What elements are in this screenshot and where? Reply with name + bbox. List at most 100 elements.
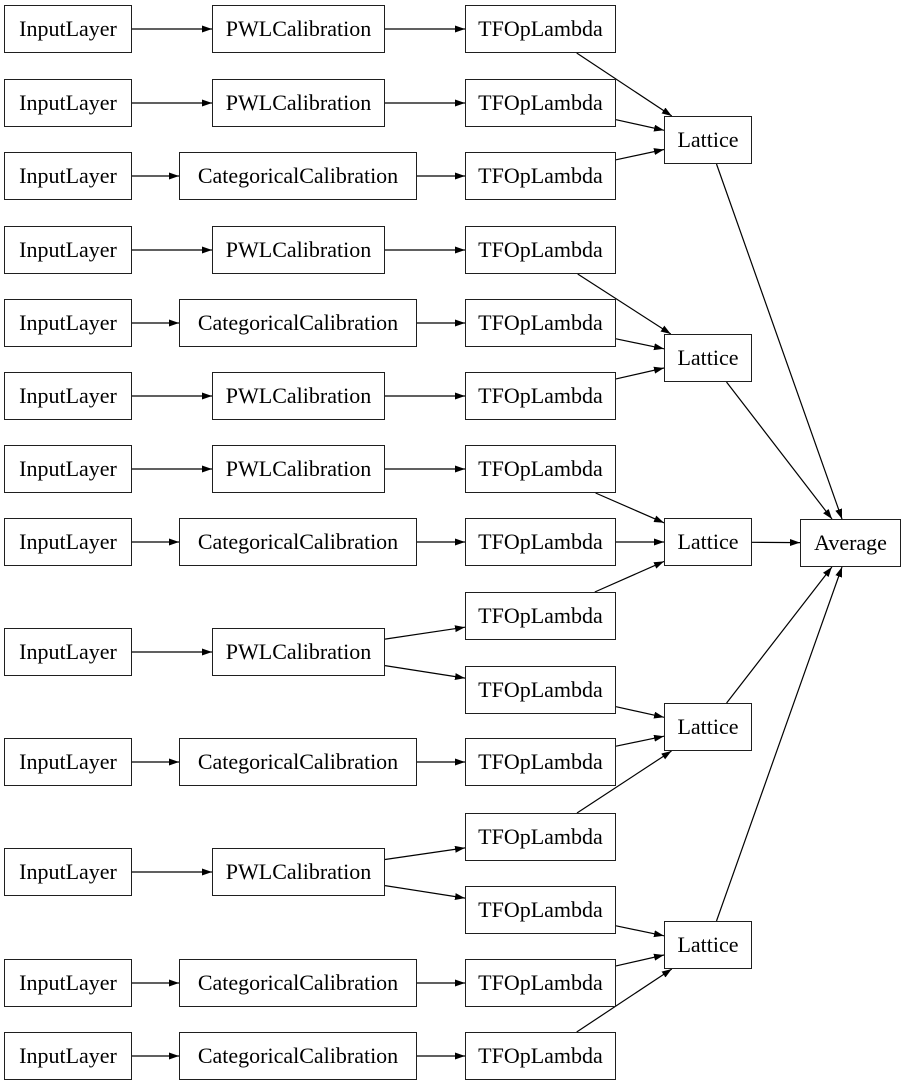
- node-tf4-tfoplambda-box: TFOpLambda: [465, 226, 616, 274]
- edge-cal11-to-tf13: [384, 885, 466, 901]
- node-cal5-categoricalcalibration-box: CategoricalCalibration: [179, 299, 417, 347]
- node-il13-inputlayer-box: InputLayer: [4, 1032, 132, 1080]
- node-cal8-categoricalcalibration-box: CategoricalCalibration: [179, 518, 417, 566]
- edge-tf10-to-lat4: [615, 706, 665, 719]
- node-lat3-lattice-box: Lattice: [664, 518, 752, 566]
- node-cal11-pwlcalibration-box: PWLCalibration: [212, 848, 385, 896]
- node-label: PWLCalibration: [225, 639, 372, 664]
- node-label: TFOpLambda: [478, 90, 603, 115]
- node-label: InputLayer: [19, 529, 117, 554]
- node-label: Lattice: [677, 345, 739, 370]
- node-il7-inputlayer-box: InputLayer: [4, 445, 132, 493]
- node-label: Lattice: [677, 127, 739, 152]
- edge-tf15-to-lat5: [576, 968, 673, 1033]
- node-label: InputLayer: [19, 970, 117, 995]
- node-label: InputLayer: [19, 749, 117, 774]
- node-lat5-lattice-box: Lattice: [664, 921, 752, 969]
- node-il8-inputlayer-box: InputLayer: [4, 518, 132, 566]
- node-label: Average: [814, 530, 887, 555]
- node-label: CategoricalCalibration: [197, 310, 399, 335]
- node-il2-inputlayer-box: InputLayer: [4, 79, 132, 127]
- node-il12-inputlayer-box: InputLayer: [4, 959, 132, 1007]
- node-label: TFOpLambda: [478, 237, 603, 262]
- edge-tf3-to-lat1: [615, 148, 665, 161]
- node-label: TFOpLambda: [478, 383, 603, 408]
- edge-tf13-to-lat5: [615, 925, 665, 938]
- node-cal1-pwlcalibration-box: PWLCalibration: [212, 5, 385, 53]
- node-label: TFOpLambda: [478, 603, 603, 628]
- node-tf8-tfoplambda-box: TFOpLambda: [465, 518, 616, 566]
- node-cal13-categoricalcalibration-box: CategoricalCalibration: [179, 1032, 417, 1080]
- node-lat4-lattice-box: Lattice: [664, 703, 752, 751]
- node-label: InputLayer: [19, 859, 117, 884]
- node-cal9-pwlcalibration-box: PWLCalibration: [212, 628, 385, 676]
- node-label: InputLayer: [19, 1043, 117, 1068]
- edge-lat1-to-avg: [715, 163, 843, 520]
- node-label: InputLayer: [19, 16, 117, 41]
- node-label: CategoricalCalibration: [197, 163, 399, 188]
- node-cal4-pwlcalibration-box: PWLCalibration: [212, 226, 385, 274]
- node-label: Lattice: [677, 714, 739, 739]
- node-il6-inputlayer-box: InputLayer: [4, 372, 132, 420]
- node-label: PWLCalibration: [225, 16, 372, 41]
- node-label: TFOpLambda: [478, 677, 603, 702]
- node-label: Lattice: [677, 932, 739, 957]
- node-tf11-tfoplambda-box: TFOpLambda: [465, 738, 616, 786]
- node-label: PWLCalibration: [225, 237, 372, 262]
- node-label: InputLayer: [19, 310, 117, 335]
- node-label: PWLCalibration: [225, 90, 372, 115]
- node-label: InputLayer: [19, 163, 117, 188]
- node-label: CategoricalCalibration: [197, 749, 399, 774]
- node-tf5-tfoplambda-box: TFOpLambda: [465, 299, 616, 347]
- node-label: TFOpLambda: [478, 16, 603, 41]
- node-lat2-lattice-box: Lattice: [664, 334, 752, 382]
- node-tf3-tfoplambda-box: TFOpLambda: [465, 152, 616, 200]
- node-tf7-tfoplambda-box: TFOpLambda: [465, 445, 616, 493]
- node-il4-inputlayer-box: InputLayer: [4, 226, 132, 274]
- node-il10-inputlayer-box: InputLayer: [4, 738, 132, 786]
- node-avg-average-box: Average: [800, 519, 901, 567]
- node-tf6-tfoplambda-box: TFOpLambda: [465, 372, 616, 420]
- edge-tf9-to-lat3: [594, 560, 665, 593]
- node-label: InputLayer: [19, 237, 117, 262]
- node-il1-inputlayer-box: InputLayer: [4, 5, 132, 53]
- edge-cal9-to-tf9: [384, 625, 466, 640]
- node-label: InputLayer: [19, 90, 117, 115]
- node-label: CategoricalCalibration: [197, 970, 399, 995]
- node-label: PWLCalibration: [225, 859, 372, 884]
- node-label: TFOpLambda: [478, 1043, 603, 1068]
- edge-tf5-to-lat2: [615, 338, 665, 351]
- node-tf9-tfoplambda-box: TFOpLambda: [465, 592, 616, 640]
- node-cal3-categoricalcalibration-box: CategoricalCalibration: [179, 152, 417, 200]
- node-cal6-pwlcalibration-box: PWLCalibration: [212, 372, 385, 420]
- edge-tf7-to-lat3: [595, 492, 665, 524]
- edge-tf11-to-lat4: [615, 734, 665, 747]
- edge-tf2-to-lat1: [615, 119, 665, 132]
- node-cal2-pwlcalibration-box: PWLCalibration: [212, 79, 385, 127]
- edge-cal9-to-tf10: [384, 665, 466, 681]
- node-cal7-pwlcalibration-box: PWLCalibration: [212, 445, 385, 493]
- node-tf15-tfoplambda-box: TFOpLambda: [465, 1032, 616, 1080]
- node-cal12-categoricalcalibration-box: CategoricalCalibration: [179, 959, 417, 1007]
- node-tf13-tfoplambda-box: TFOpLambda: [465, 886, 616, 934]
- edge-cal11-to-tf12: [384, 845, 466, 861]
- node-label: TFOpLambda: [478, 970, 603, 995]
- node-il9-inputlayer-box: InputLayer: [4, 628, 132, 676]
- node-il3-inputlayer-box: InputLayer: [4, 152, 132, 200]
- node-label: CategoricalCalibration: [197, 529, 399, 554]
- edge-lat2-to-avg: [726, 381, 833, 520]
- node-label: TFOpLambda: [478, 824, 603, 849]
- node-il5-inputlayer-box: InputLayer: [4, 299, 132, 347]
- node-tf10-tfoplambda-box: TFOpLambda: [465, 666, 616, 714]
- node-label: PWLCalibration: [225, 383, 372, 408]
- node-il11-inputlayer-box: InputLayer: [4, 848, 132, 896]
- edge-tf4-to-lat2: [577, 273, 672, 335]
- node-label: InputLayer: [19, 639, 117, 664]
- node-label: InputLayer: [19, 383, 117, 408]
- edge-tf12-to-lat4: [576, 750, 672, 814]
- edge-tf1-to-lat1: [576, 52, 673, 117]
- node-tf14-tfoplambda-box: TFOpLambda: [465, 959, 616, 1007]
- node-label: TFOpLambda: [478, 749, 603, 774]
